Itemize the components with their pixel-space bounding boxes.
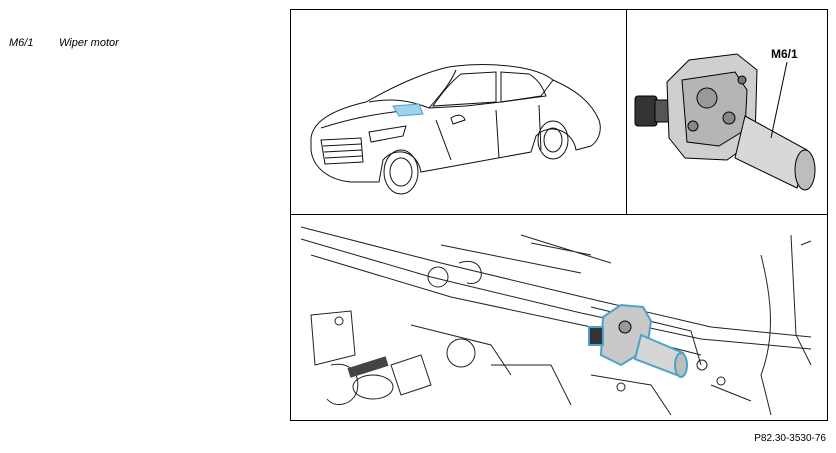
legend-code: M6/1 xyxy=(9,37,34,49)
wiper-motor-highlight xyxy=(588,303,688,378)
motor-detail-panel xyxy=(626,10,828,214)
wiper-motor-illustration xyxy=(634,53,816,191)
vehicle-illustration xyxy=(310,64,601,195)
callout-label: M6/1 xyxy=(771,47,798,61)
installation-location-panel xyxy=(291,214,827,421)
figure-reference: P82.30-3530-76 xyxy=(754,433,826,444)
wiper-motor-location-marker xyxy=(392,103,424,117)
legend-item: M6/1 Wiper motor xyxy=(9,37,119,49)
legend-description: Wiper motor xyxy=(59,37,119,49)
vehicle-overview-panel xyxy=(291,10,626,214)
callout-leader-line xyxy=(770,61,788,139)
illustration-frame: M6/1 xyxy=(290,9,828,421)
engine-bay-illustration xyxy=(300,226,812,416)
